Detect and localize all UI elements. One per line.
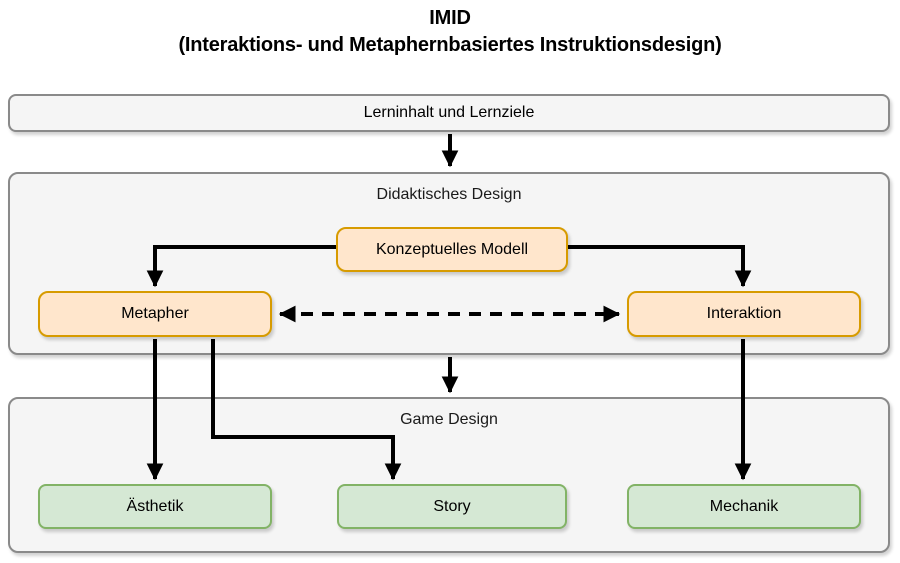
node-label: Konzeptuelles Modell <box>375 240 529 258</box>
node-interaktion: Interaktion <box>627 291 861 337</box>
title-line-2: (Interaktions- und Metaphernbasiertes In… <box>178 34 722 56</box>
node-metapher: Metapher <box>38 291 272 337</box>
node-label: Interaktion <box>706 305 782 322</box>
node-story: Story <box>337 484 567 529</box>
container-game-design-label: Game Design <box>400 411 498 428</box>
node-aesthetik: Ästhetik <box>38 484 272 529</box>
node-label: Metapher <box>121 305 189 322</box>
node-lerninhalt-und-lernziele: Lerninhalt und Lernziele <box>8 94 890 132</box>
node-mechanik: Mechanik <box>627 484 861 529</box>
title-line-1: IMID <box>429 7 471 29</box>
node-label: Mechanik <box>709 497 779 515</box>
node-label: Lerninhalt und Lernziele <box>363 104 535 121</box>
container-game-design: Game Design <box>8 397 890 553</box>
node-label: Ästhetik <box>126 497 184 515</box>
container-didaktisches-design-label: Didaktisches Design <box>376 186 522 203</box>
diagram-title: IMID (Interaktions- und Metaphernbasiert… <box>0 5 900 59</box>
node-konzeptuelles-modell: Konzeptuelles Modell <box>336 227 568 272</box>
node-label: Story <box>433 497 471 515</box>
